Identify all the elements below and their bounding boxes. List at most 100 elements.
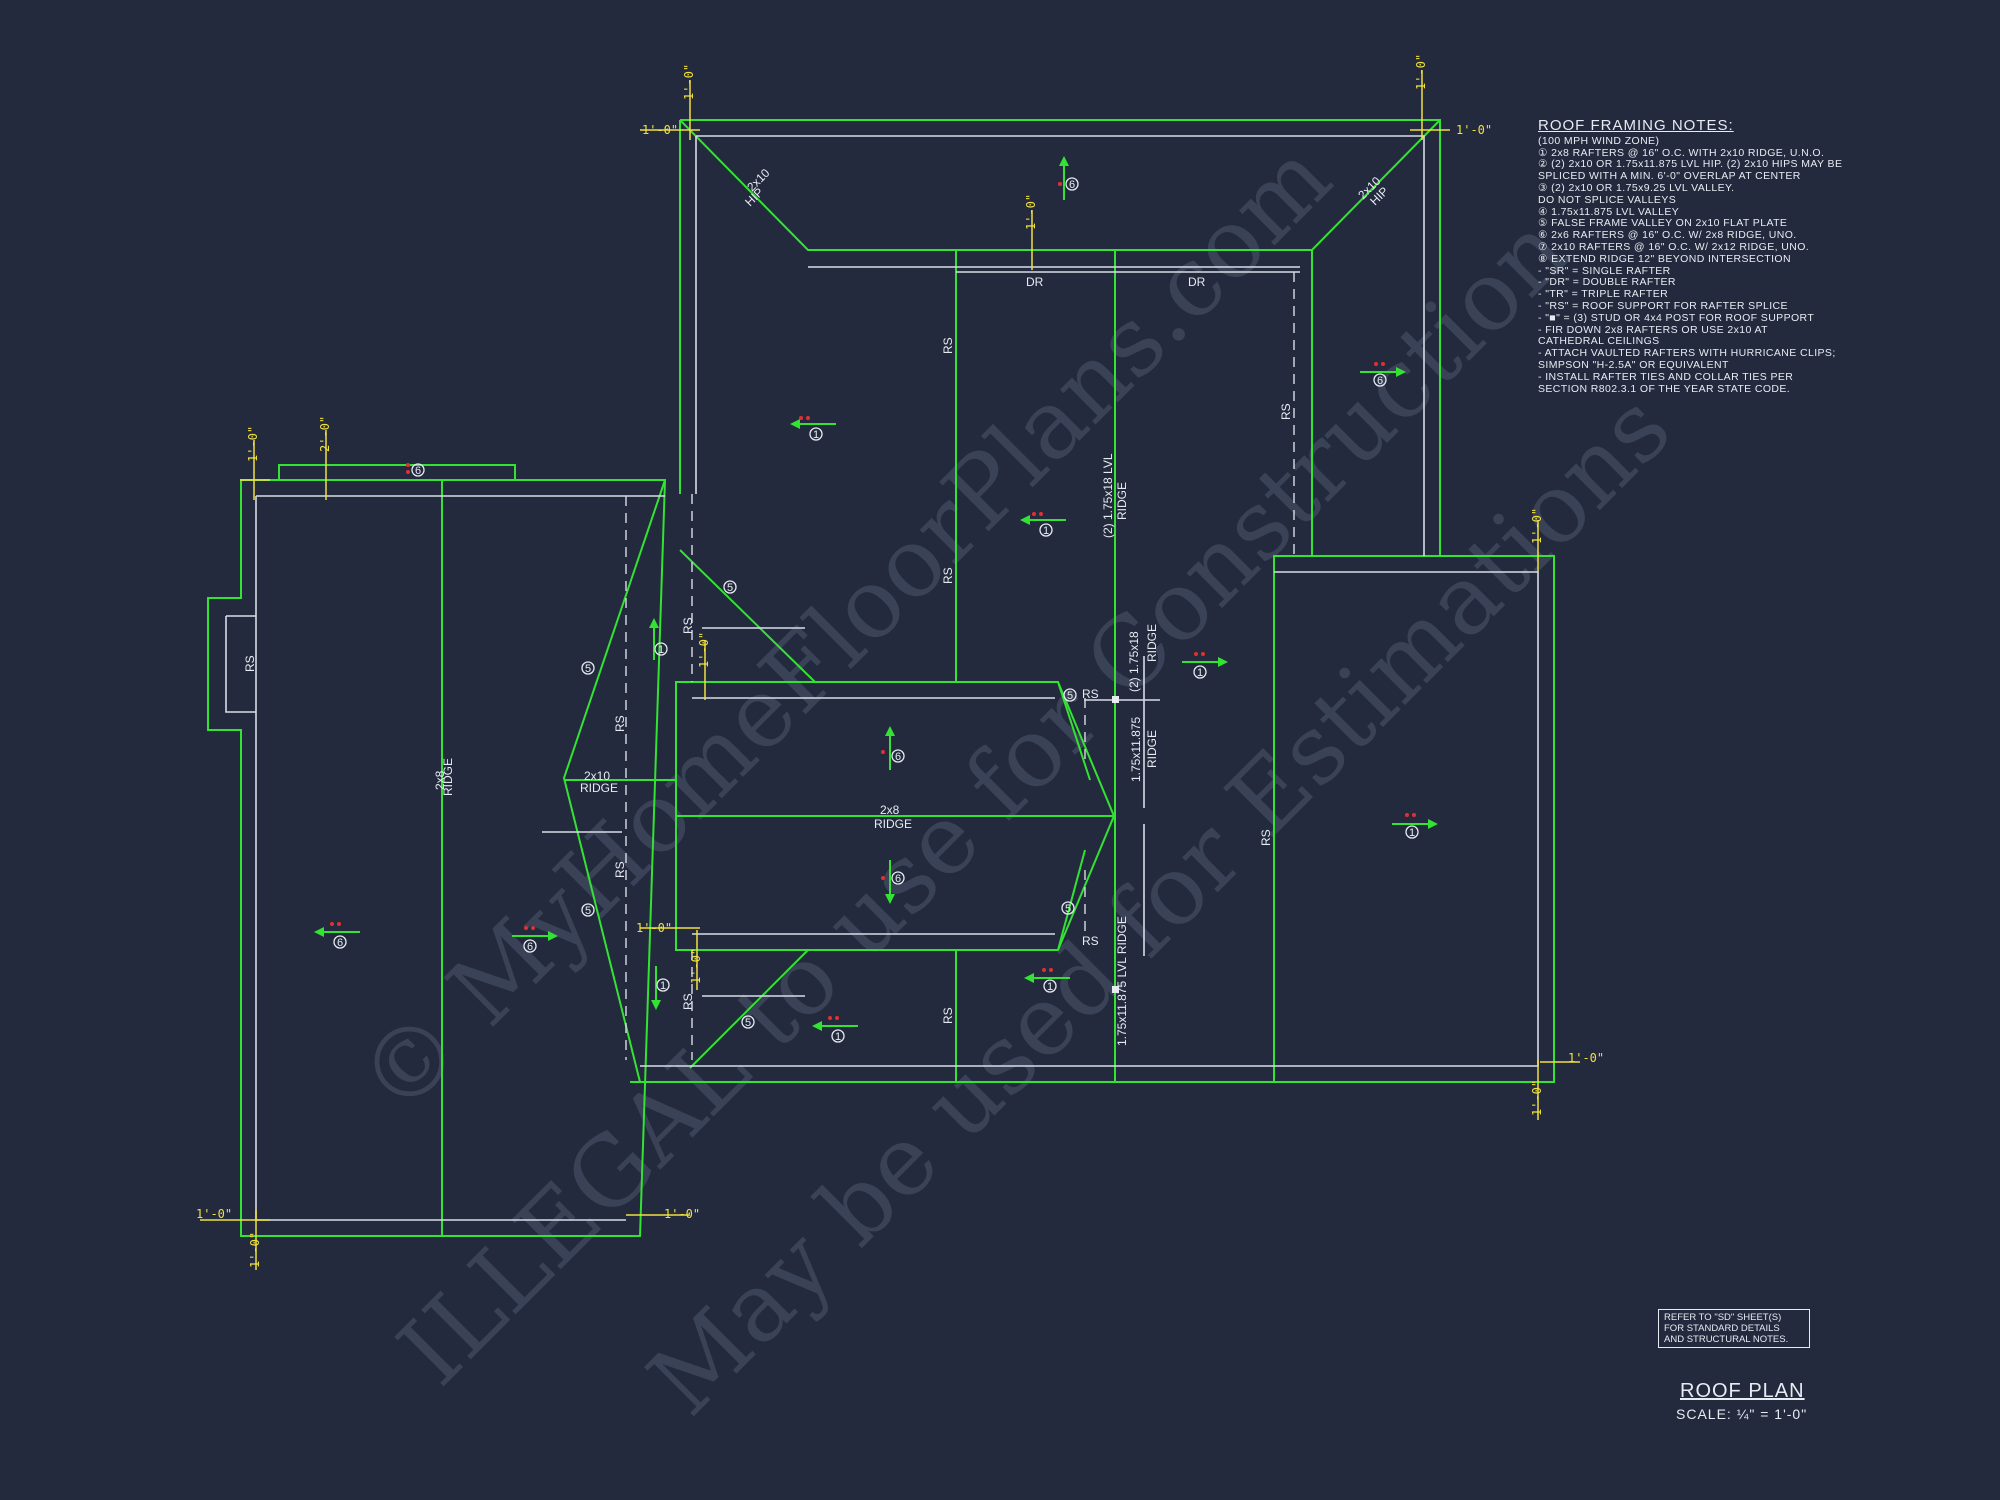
dim-label: 1'-0"	[1456, 123, 1492, 137]
rs-label: RS	[941, 1007, 955, 1024]
callout-number: 1	[835, 1031, 841, 1043]
roof-outline	[207, 119, 1555, 1237]
dim-label: 1'-0"	[689, 948, 703, 984]
note-item: - "DR" = DOUBLE RAFTER	[1538, 276, 1676, 289]
rs-label: RS	[681, 993, 695, 1010]
plan-scale: SCALE: ¼" = 1'-0"	[1676, 1406, 1808, 1422]
notes-title: ROOF FRAMING NOTES:	[1538, 117, 1734, 134]
dim-label: 1'-0"	[1568, 1051, 1604, 1065]
dim-label: 1'-0"	[1530, 508, 1544, 544]
ridge-size-label: 2x8	[433, 770, 447, 790]
callout-number: 1	[1047, 981, 1053, 993]
ridge-label: RIDGE	[1145, 730, 1159, 768]
callout-number: 1	[1409, 827, 1415, 839]
note-item: ④ 1.75x11.875 LVL VALLEY	[1538, 205, 1680, 218]
note-item: - ATTACH VAULTED RAFTERS WITH HURRICANE …	[1538, 347, 1836, 360]
dim-label: 1'-0"	[682, 64, 696, 100]
note-item: - "■" = (3) STUD OR 4x4 POST FOR ROOF SU…	[1538, 311, 1815, 324]
rs-label: RS	[613, 861, 627, 878]
callout-number: 5	[745, 1017, 751, 1029]
callout-number: 6	[415, 465, 421, 477]
dim-label: 1'-0"	[664, 1207, 700, 1221]
lvl-ridge-label: (2) 1.75x18 LVL	[1101, 453, 1115, 538]
rs-label: RS	[1082, 934, 1099, 948]
lvl-ridge-label: (2) 1.75x18	[1127, 631, 1141, 692]
note-item: ⑤ FALSE FRAME VALLEY ON 2x10 FLAT PLATE	[1538, 217, 1788, 230]
dimension-markers: 1'-0" 1'-0" 1'-0" 1'-0" 1'-0" 1'-0" 2'-0…	[196, 54, 1604, 1270]
hip-label: HIP	[742, 185, 766, 209]
ridge-label: RIDGE	[1115, 482, 1129, 520]
callout-number: 1	[813, 429, 819, 441]
note-item: CATHEDRAL CEILINGS	[1538, 335, 1660, 348]
red-markers	[330, 182, 1416, 1020]
note-item: - INSTALL RAFTER TIES AND COLLAR TIES PE…	[1538, 370, 1794, 383]
post-marker	[1112, 696, 1119, 703]
dim-label: 1'-0"	[196, 1207, 232, 1221]
callout-number: 6	[895, 873, 901, 885]
roof-framing-notes: ROOF FRAMING NOTES: (100 MPH WIND ZONE) …	[1538, 117, 1878, 395]
callout-number: 6	[1377, 375, 1383, 387]
callout-number: 6	[337, 937, 343, 949]
note-item: ③ (2) 2x10 OR 1.75x9.25 LVL VALLEY.	[1538, 181, 1735, 194]
callout-number: 1	[1043, 525, 1049, 537]
rs-label: RS	[1279, 403, 1293, 420]
dim-label: 2'-0"	[318, 416, 332, 452]
note-item: SECTION R802.3.1 OF THE YEAR STATE CODE.	[1538, 382, 1791, 395]
note-item: DO NOT SPLICE VALLEYS	[1538, 193, 1677, 206]
note-item: (100 MPH WIND ZONE)	[1538, 134, 1660, 147]
note-item: - "TR" = TRIPLE RAFTER	[1538, 288, 1669, 301]
rafter-callouts: 6 1 1 6 1 1 6 5 5 5 5 5 5 1 6 6 6	[314, 156, 1438, 1043]
callout-number: 1	[1197, 667, 1203, 679]
ridge-size-label: 2x10	[584, 769, 610, 783]
watermark: © MyHomeFloorPlans.com ILLEGAL to use fo…	[337, 121, 1692, 1436]
note-item: ① 2x8 RAFTERS @ 16" O.C. WITH 2x10 RIDGE…	[1538, 146, 1825, 159]
callout-number: 5	[727, 582, 733, 594]
dim-label: 1'-0"	[636, 921, 672, 935]
callout-number: 5	[1067, 690, 1073, 702]
lvl-ridge-label: 1.75x11.875	[1129, 717, 1143, 782]
dim-label: 1'-0"	[642, 123, 678, 137]
dim-label: 1'-0"	[1024, 194, 1038, 230]
callout-number: 5	[585, 663, 591, 675]
reference-line: FOR STANDARD DETAILS	[1664, 1323, 1780, 1334]
ridge-label: RIDGE	[1145, 624, 1159, 662]
callout-number: 6	[527, 941, 533, 953]
rs-label: RS	[1082, 687, 1099, 701]
rs-label: RS	[681, 617, 695, 634]
note-item: ⑦ 2x10 RAFTERS @ 16" O.C. W/ 2x12 RIDGE,…	[1538, 240, 1810, 253]
lvl-ridge-label: 1.75x11.875 LVL RIDGE	[1115, 916, 1129, 1046]
dim-label: 1'-0"	[697, 632, 711, 668]
rs-label: RS	[941, 567, 955, 584]
rs-label: RS	[1259, 829, 1273, 846]
note-item: - "SR" = SINGLE RAFTER	[1538, 264, 1671, 277]
dr-label: DR	[1026, 275, 1044, 289]
dim-label: 1'-0"	[246, 426, 260, 462]
dim-label: 1'-0"	[1414, 54, 1428, 90]
note-item: SIMPSON "H-2.5A" OR EQUIVALENT	[1538, 358, 1729, 371]
post-marker	[1112, 986, 1119, 993]
reference-line: REFER TO "SD" SHEET(S)	[1664, 1312, 1782, 1323]
dim-label: 1'-0"	[1530, 1080, 1544, 1116]
ridge-size-label: 2x8	[880, 803, 900, 817]
callout-number: 6	[1069, 179, 1075, 191]
callout-number: 5	[585, 905, 591, 917]
note-item: - FIR DOWN 2x8 RAFTERS OR USE 2x10 AT	[1538, 323, 1768, 336]
note-item: ⑥ 2x6 RAFTERS @ 16" O.C. W/ 2x8 RIDGE, U…	[1538, 229, 1797, 242]
ridge-label: RIDGE	[441, 758, 455, 796]
rs-label: RS	[243, 655, 257, 672]
rs-label: RS	[941, 337, 955, 354]
callout-number: 1	[658, 644, 664, 656]
plan-title: ROOF PLAN	[1680, 1380, 1805, 1402]
reference-note-box: REFER TO "SD" SHEET(S) FOR STANDARD DETA…	[1658, 1309, 1810, 1348]
callout-number: 6	[895, 751, 901, 763]
note-item: ② (2) 2x10 OR 1.75x11.875 LVL HIP. (2) 2…	[1538, 158, 1843, 171]
dr-label: DR	[1188, 275, 1206, 289]
rs-label: RS	[613, 715, 627, 732]
watermark-line-2: ILLEGAL to use for Construction	[377, 194, 1589, 1406]
callout-number: 1	[660, 980, 666, 992]
dim-label: 1'-0"	[248, 1232, 262, 1268]
note-item: SPLICED WITH A MIN. 6'-0" OVERLAP AT CEN…	[1538, 170, 1801, 183]
ridge-label: RIDGE	[580, 781, 618, 795]
note-item: ⑧ EXTEND RIDGE 12" BEYOND INTERSECTION	[1538, 252, 1791, 265]
